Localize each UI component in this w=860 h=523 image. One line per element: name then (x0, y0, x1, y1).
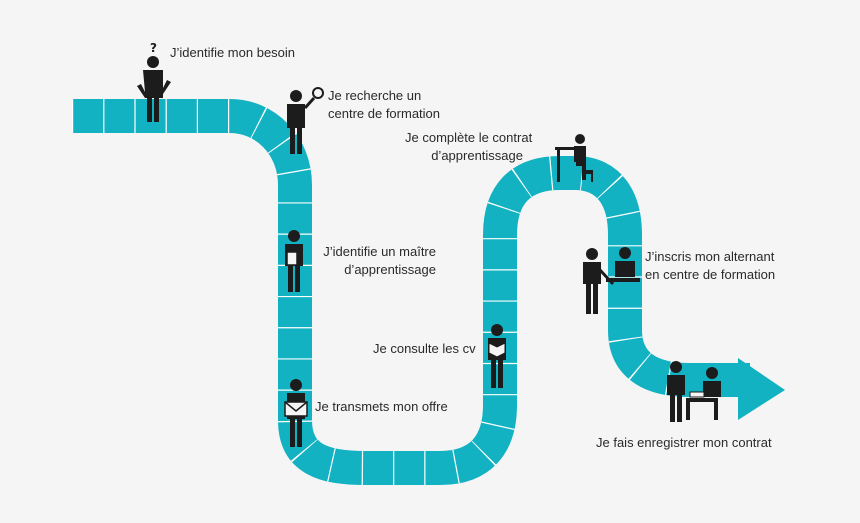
step-6-label: Je complète le contrat d’apprentissage (405, 129, 533, 165)
step-5-text: Je consulte les cv (373, 341, 476, 356)
step-8-label: Je fais enregistrer mon contrat (596, 434, 772, 452)
person-document-icon (285, 230, 303, 292)
step-4-text: Je transmets mon offre (315, 399, 448, 414)
step-4-label: Je transmets mon offre (315, 398, 448, 416)
person-reading-icon (488, 324, 506, 388)
step-7-line2: en centre de formation (645, 267, 776, 282)
step-2-line2: centre de formation (328, 106, 441, 121)
step-3-line1: J’identifie un maître (323, 244, 436, 259)
arrow-head (738, 358, 785, 420)
step-2-label: Je recherche un centre de formation (328, 87, 440, 123)
step-8-text: Je fais enregistrer mon contrat (596, 435, 772, 450)
step-1-label: J’identifie mon besoin (170, 44, 295, 62)
person-desk-icon (555, 134, 593, 182)
step-5-label: Je consulte les cv (373, 340, 476, 358)
step-6-line2: d’apprentissage (431, 148, 523, 163)
two-people-desk-icon (583, 247, 640, 314)
step-1-text: J’identifie mon besoin (170, 45, 296, 60)
person-envelope-icon (284, 379, 308, 447)
person-magnifier-icon (287, 87, 324, 154)
step-7-label: J’inscris mon alternant en centre de for… (645, 248, 775, 284)
step-7-line1: J’inscris mon alternant (645, 249, 775, 264)
step-6-line1: Je complète le contrat (405, 130, 533, 145)
road-band (72, 99, 750, 485)
step-3-label: J’identifie un maître d’apprentissage (310, 243, 436, 279)
svg-text:?: ? (150, 41, 157, 55)
person-question-icon: ? (137, 41, 171, 122)
step-3-line2: d’apprentissage (344, 262, 436, 277)
step-2-line1: Je recherche un (328, 88, 422, 103)
people-signing-icon (667, 361, 721, 422)
